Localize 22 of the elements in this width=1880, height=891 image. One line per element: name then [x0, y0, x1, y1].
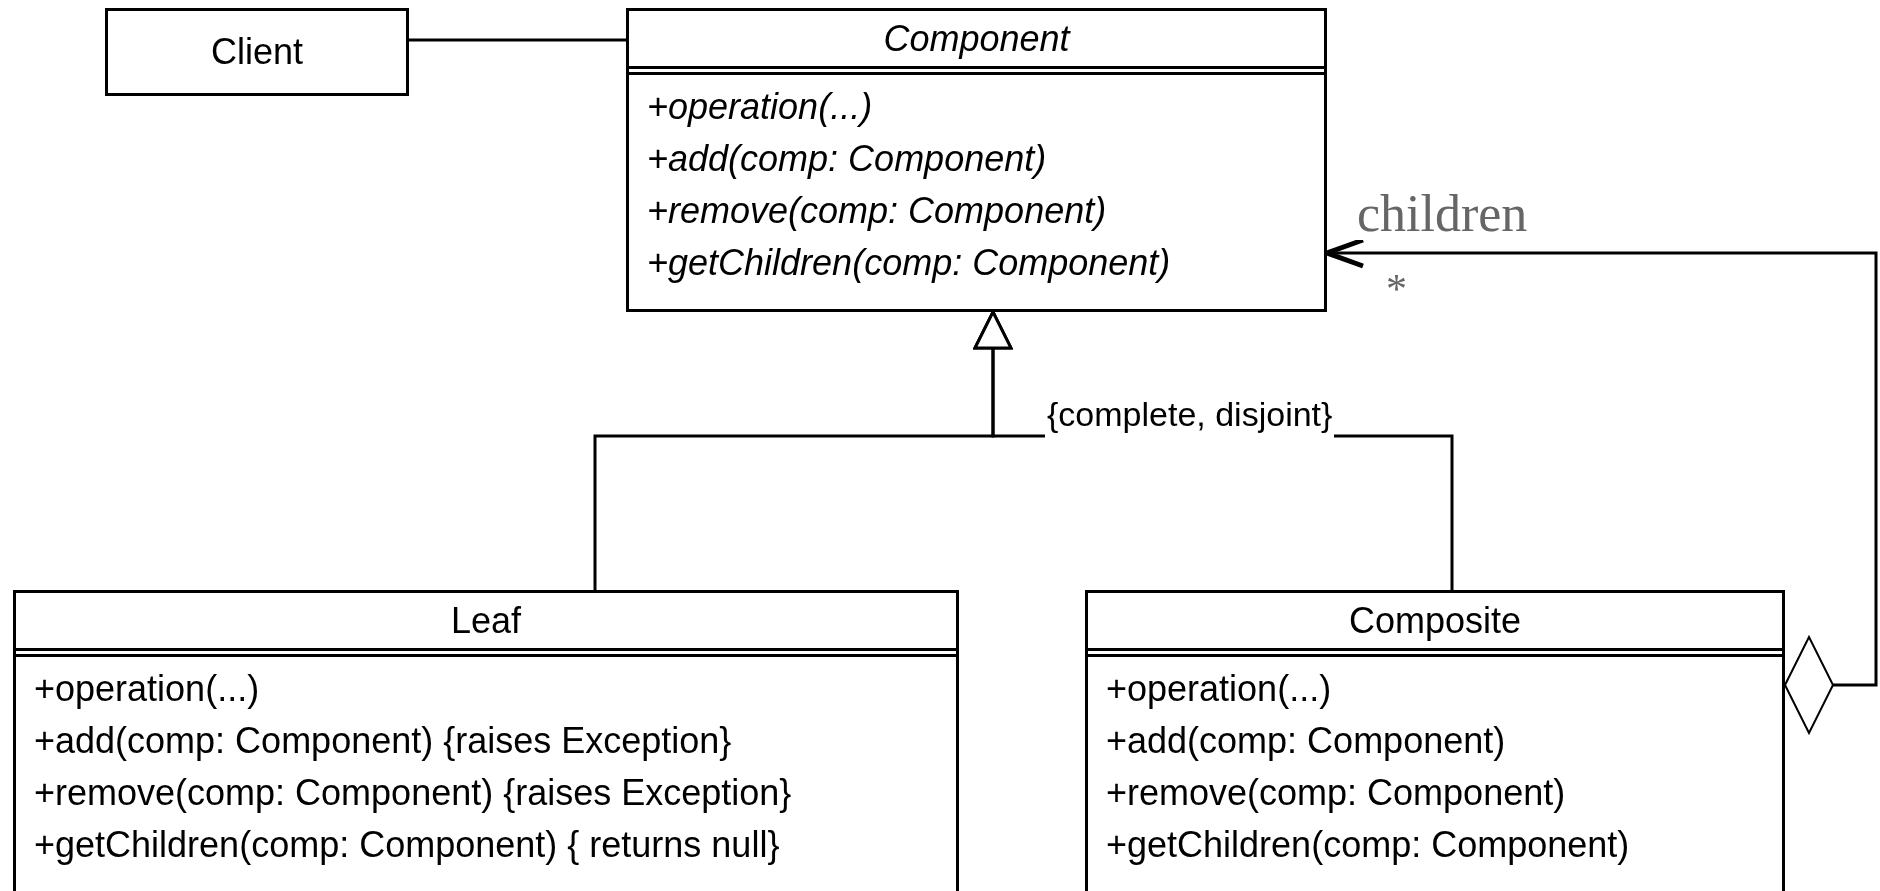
method-signature: +remove(comp: Component) [1106, 771, 1567, 815]
class-name: Component [883, 16, 1070, 61]
abstract-class-box [626, 8, 1327, 312]
method-signature: +getChildren(comp: Component) [647, 241, 1172, 285]
class-box [105, 8, 409, 96]
method-signature: +operation(...) [34, 667, 261, 711]
method-signature: +add(comp: Component) [1106, 719, 1507, 763]
method-signature: +getChildren(comp: Component) [1106, 823, 1631, 867]
method-signature: +add(comp: Component) {raises Exception} [34, 719, 733, 763]
method-signature: +getChildren(comp: Component) { returns null} [34, 823, 781, 867]
method-signature: +operation(...) [647, 85, 874, 129]
method-signature: +remove(comp: Component) [647, 189, 1108, 233]
class-name: Leaf [450, 598, 522, 643]
method-signature: +operation(...) [1106, 667, 1333, 711]
method-signature: +remove(comp: Component) {raises Exception} [34, 771, 793, 815]
multiplicity-label: * [1386, 268, 1407, 310]
class-name: Client [210, 30, 303, 74]
class-box [1085, 590, 1785, 891]
class-box [13, 590, 959, 891]
class-name: Composite [1348, 598, 1522, 643]
association-line [409, 38, 626, 42]
method-signature: +add(comp: Component) [647, 137, 1048, 181]
